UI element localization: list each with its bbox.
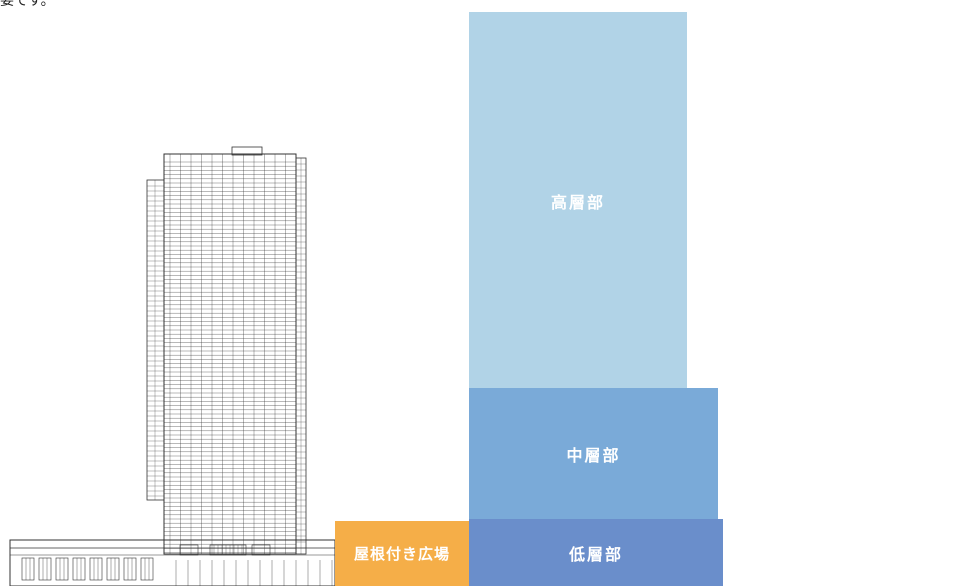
- high-rise-section: 高層部: [469, 12, 687, 389]
- caption-text: 姿です。: [0, 0, 55, 9]
- covered-plaza-section: 屋根付き広場: [335, 521, 469, 586]
- podium-window: [123, 557, 137, 581]
- rooftop-equipment: [231, 146, 263, 156]
- mid-rise-label: 中層部: [566, 445, 621, 465]
- building-elevation-drawing: [9, 146, 336, 586]
- podium-window: [209, 544, 247, 556]
- podium-window: [55, 557, 69, 581]
- podium-window: [140, 557, 154, 581]
- covered-plaza-label: 屋根付き広場: [353, 545, 450, 563]
- podium-window: [251, 544, 271, 556]
- podium-base: [9, 539, 336, 586]
- podium-window: [72, 557, 86, 581]
- podium-window: [89, 557, 103, 581]
- tower-left-wing: [146, 179, 165, 501]
- tower-main-body: [163, 153, 297, 555]
- podium-window: [179, 544, 199, 556]
- podium-window: [38, 557, 52, 581]
- low-rise-label: 低層部: [568, 544, 623, 564]
- high-rise-label: 高層部: [550, 192, 605, 212]
- mid-rise-section: 中層部: [469, 388, 718, 519]
- podium-window: [106, 557, 120, 581]
- podium-window: [21, 557, 35, 581]
- low-rise-section: 低層部: [469, 519, 723, 586]
